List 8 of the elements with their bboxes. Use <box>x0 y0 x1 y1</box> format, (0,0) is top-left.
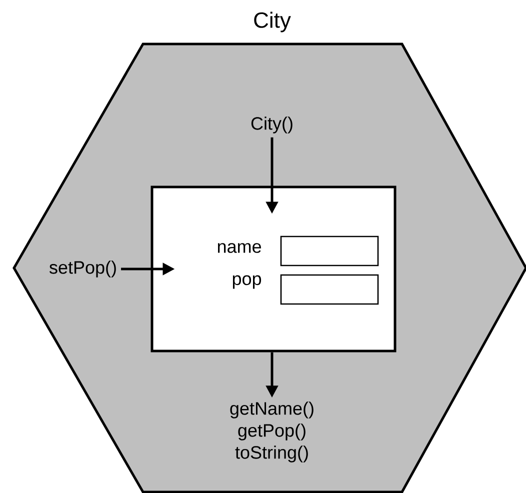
field-name: pop <box>232 275 262 289</box>
method-label: setPop() <box>50 260 116 278</box>
class-title: City <box>254 12 291 32</box>
field-box <box>280 274 379 305</box>
field-name: name <box>218 243 261 253</box>
method-label: City() <box>251 116 292 134</box>
field-box <box>280 236 379 266</box>
method-label: getName() getPop() toString() <box>230 402 314 462</box>
